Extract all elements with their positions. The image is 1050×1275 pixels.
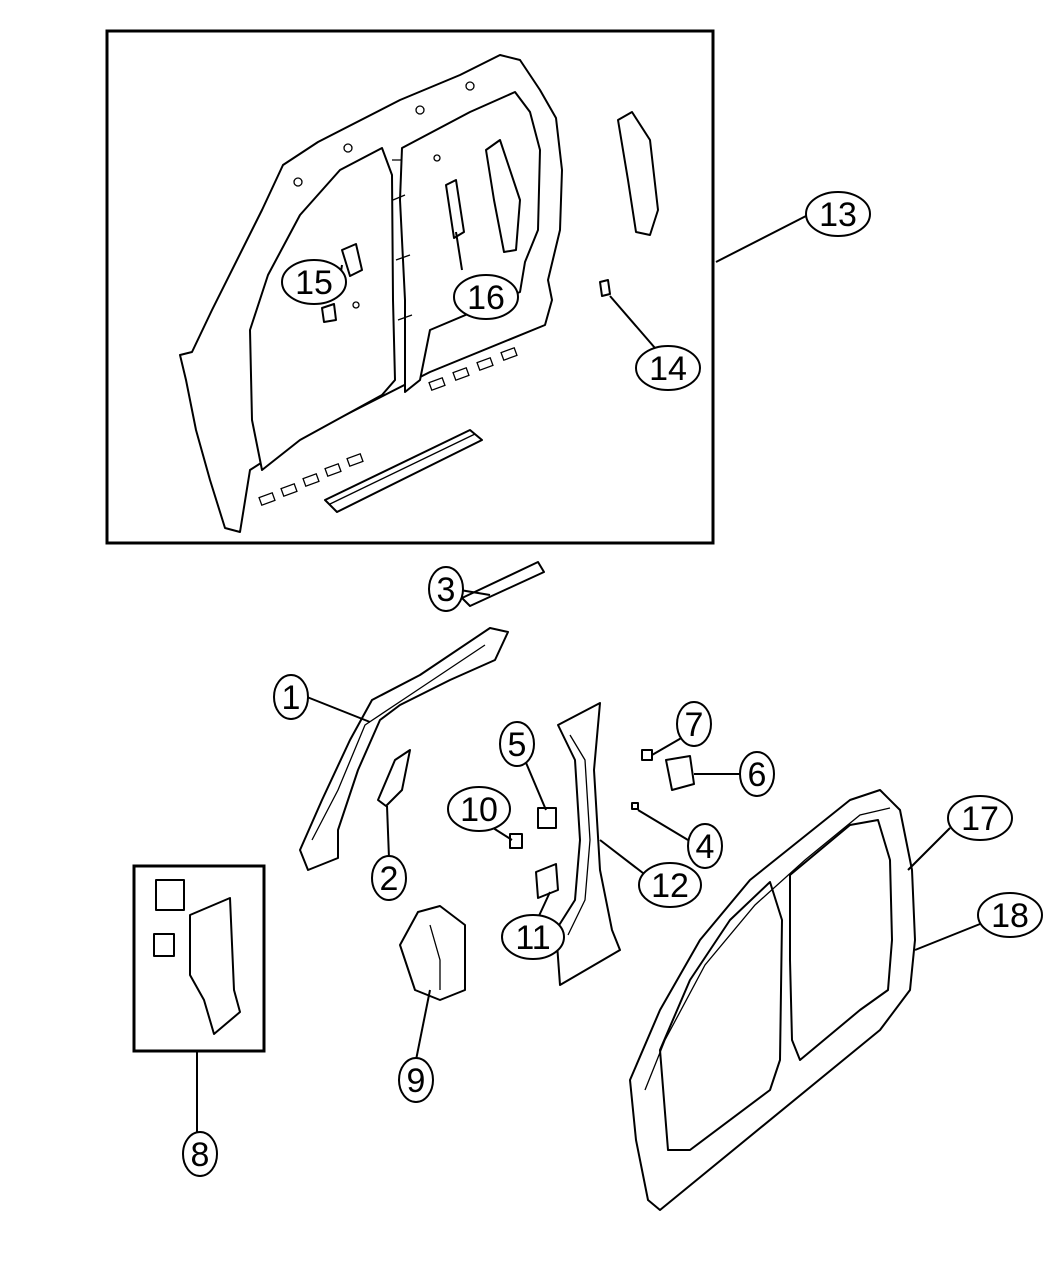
callout-5: 5 bbox=[499, 721, 535, 767]
callout-7: 7 bbox=[676, 701, 712, 747]
callout-9: 9 bbox=[398, 1057, 434, 1103]
callout-15: 15 bbox=[281, 259, 347, 305]
callout-12: 12 bbox=[638, 862, 702, 908]
callout-12-label: 12 bbox=[651, 867, 689, 905]
part-8-frame bbox=[132, 864, 266, 1053]
part-2-bracket bbox=[377, 749, 411, 807]
part-3-panel bbox=[461, 561, 545, 607]
callout-8-label: 8 bbox=[191, 1136, 210, 1174]
callout-17-label: 17 bbox=[961, 800, 999, 838]
assembly-frame bbox=[105, 29, 715, 545]
part-1-a-pillar bbox=[299, 627, 509, 871]
part-8-components bbox=[153, 879, 241, 1035]
part-7-clip bbox=[641, 749, 653, 761]
callout-14-label: 14 bbox=[649, 350, 687, 388]
callout-14: 14 bbox=[635, 345, 701, 391]
callout-16-label: 16 bbox=[467, 279, 505, 317]
part-11-plate bbox=[535, 863, 559, 899]
part-6-bracket bbox=[665, 755, 695, 791]
part-10-clip bbox=[509, 833, 523, 849]
callout-4: 4 bbox=[687, 823, 723, 869]
callout-18-label: 18 bbox=[991, 897, 1029, 935]
callout-17: 17 bbox=[947, 795, 1013, 841]
part-5-plate bbox=[537, 807, 557, 829]
callout-13-label: 13 bbox=[819, 196, 857, 234]
callout-2: 2 bbox=[371, 855, 407, 901]
callout-3-label: 3 bbox=[437, 571, 456, 609]
callout-11-label: 11 bbox=[515, 919, 550, 957]
callout-10: 10 bbox=[447, 786, 511, 832]
part-15-bracket bbox=[321, 243, 363, 323]
callout-11: 11 bbox=[501, 914, 565, 960]
part-16-reinforcement bbox=[445, 139, 521, 253]
part-9-panel bbox=[399, 905, 466, 1001]
callout-7-label: 7 bbox=[685, 706, 704, 744]
callout-16: 16 bbox=[453, 274, 519, 320]
callout-3: 3 bbox=[428, 566, 464, 612]
callout-1-label: 1 bbox=[282, 679, 301, 717]
callout-13: 13 bbox=[805, 191, 871, 237]
callout-8: 8 bbox=[182, 1131, 218, 1177]
part-14-clip bbox=[599, 279, 611, 297]
callout-15-label: 15 bbox=[295, 264, 333, 302]
callout-5-label: 5 bbox=[508, 726, 527, 764]
callout-6: 6 bbox=[739, 751, 775, 797]
part-17-18-body-side bbox=[629, 789, 916, 1211]
callout-6-label: 6 bbox=[748, 756, 767, 794]
callout-9-label: 9 bbox=[407, 1062, 426, 1100]
c-pillar-piece bbox=[617, 111, 659, 236]
callout-2-label: 2 bbox=[380, 860, 399, 898]
part-4-clip bbox=[631, 802, 639, 810]
callout-1: 1 bbox=[273, 674, 309, 720]
callout-10-label: 10 bbox=[460, 791, 498, 829]
part-12-b-pillar bbox=[555, 702, 621, 986]
callout-18: 18 bbox=[977, 892, 1043, 938]
callout-4-label: 4 bbox=[696, 828, 715, 866]
